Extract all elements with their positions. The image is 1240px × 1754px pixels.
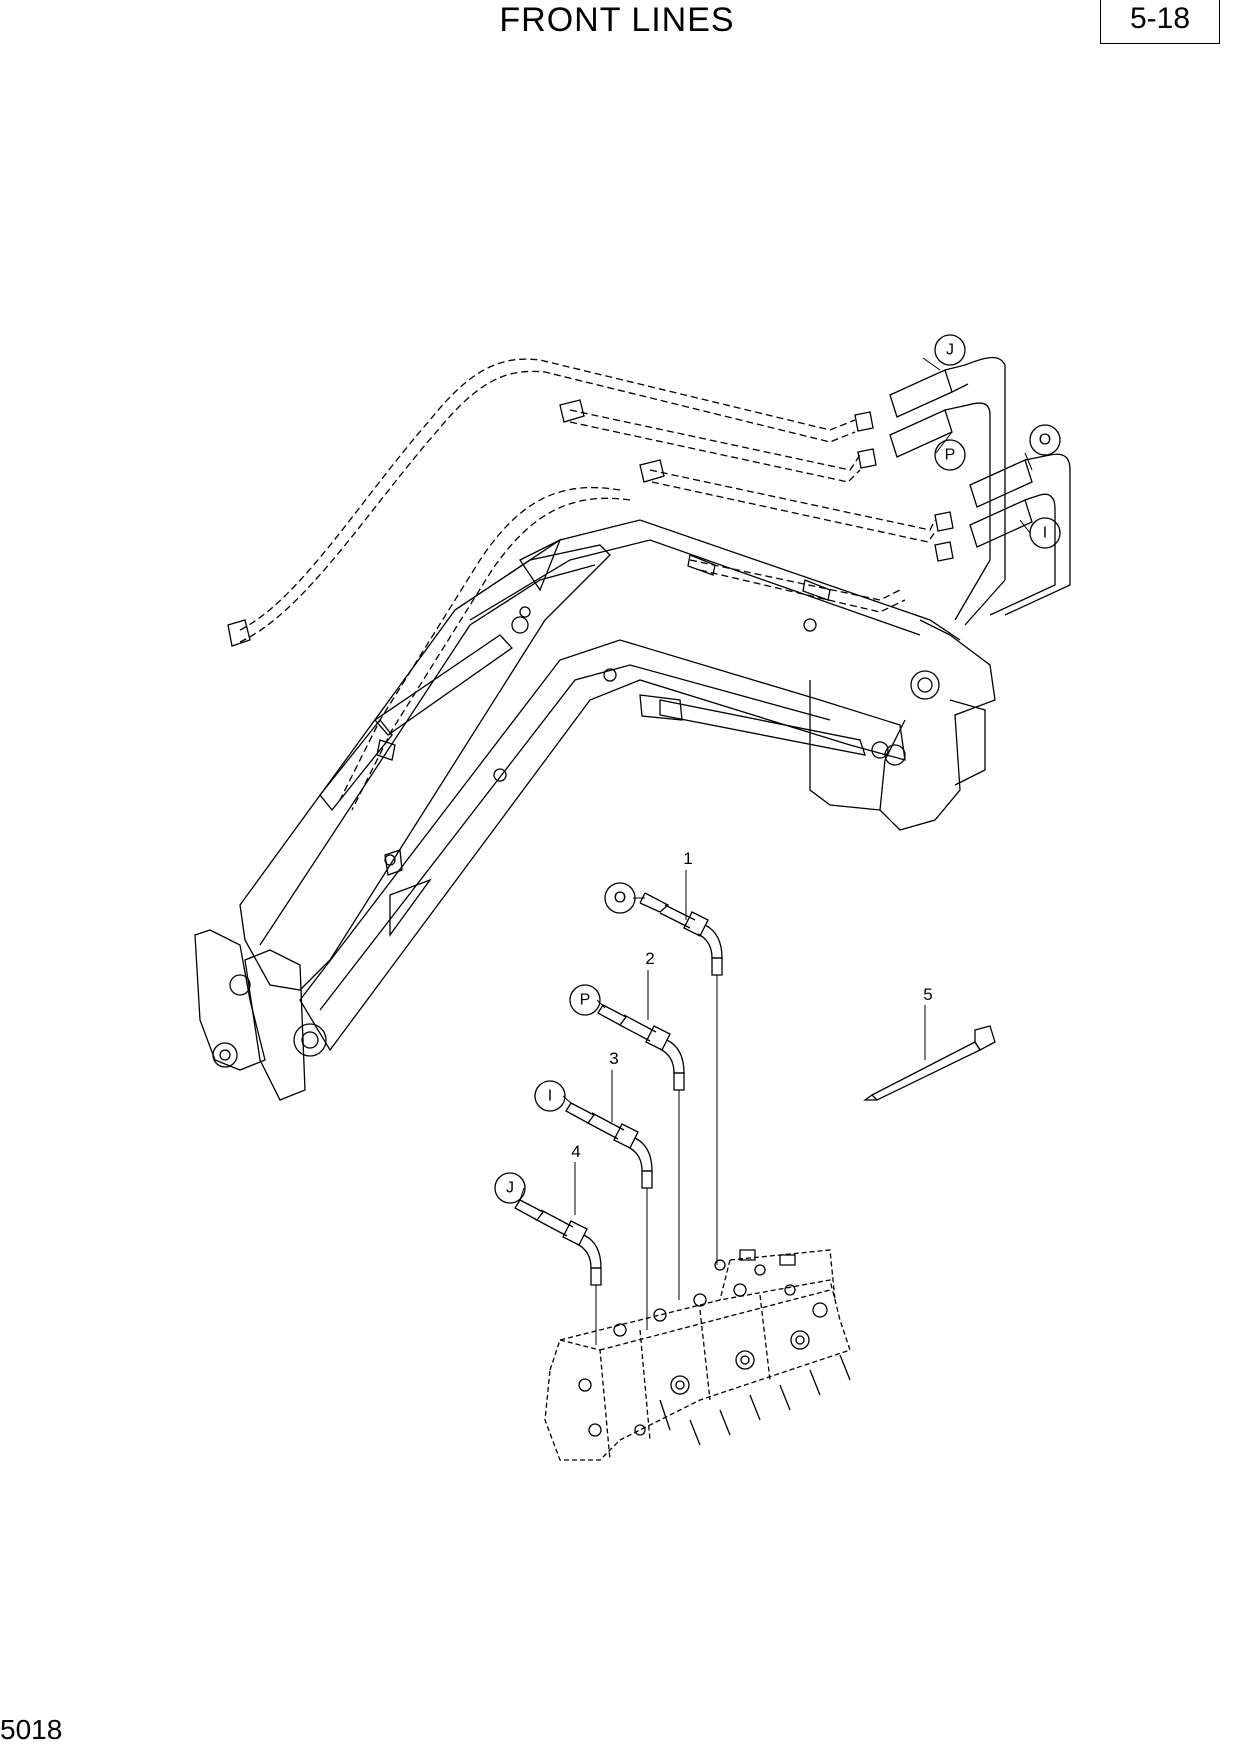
callout-label-j-boom: J	[946, 342, 954, 359]
page-number: 5-18	[1129, 2, 1191, 35]
control-valve-fittings	[578, 1249, 851, 1446]
page-number-box: 5-18	[1100, 0, 1220, 44]
callout-label-i-hose: I	[548, 1088, 552, 1105]
callout-i-boom	[1029, 517, 1061, 549]
callout-label-o-hose: O	[614, 890, 626, 907]
part-number-2: 2	[645, 949, 654, 968]
callout-p-boom	[934, 439, 966, 471]
hose-2	[597, 1004, 685, 1300]
callout-circles	[494, 334, 1061, 1204]
callout-i-hose	[534, 1080, 566, 1112]
part-number-3: 3	[609, 1049, 618, 1068]
boom-hose-couplers	[889, 356, 1071, 626]
callout-label-p-hose: P	[580, 992, 591, 1009]
page-title: FRONT LINES	[499, 1, 735, 39]
callout-j-boom	[934, 334, 966, 366]
part-number-1: 1	[683, 849, 692, 868]
hose-1	[639, 892, 723, 1265]
hose-4	[514, 1199, 602, 1345]
part-number-4: 4	[571, 1142, 580, 1161]
drawing-code: 5018	[0, 1714, 63, 1745]
callout-label-i-boom: I	[1043, 525, 1047, 542]
hose-3	[565, 1102, 653, 1330]
part-number-5: 5	[923, 985, 932, 1004]
callout-o-hose	[604, 882, 636, 914]
control-valve	[544, 1249, 851, 1461]
boom-fittings	[227, 399, 954, 761]
callout-p-hose	[569, 984, 601, 1016]
callout-o-boom	[1029, 424, 1061, 456]
callout-j-hose	[494, 1172, 526, 1204]
leader-lines	[519, 357, 1033, 1215]
boom-hydraulic-lines	[239, 358, 936, 811]
cable-tie	[862, 1025, 996, 1101]
callout-label-p-boom: P	[945, 447, 956, 464]
callout-label-o-boom: O	[1039, 432, 1051, 449]
boom-arm-assembly	[194, 519, 996, 1101]
callout-label-j-hose: J	[506, 1180, 514, 1197]
